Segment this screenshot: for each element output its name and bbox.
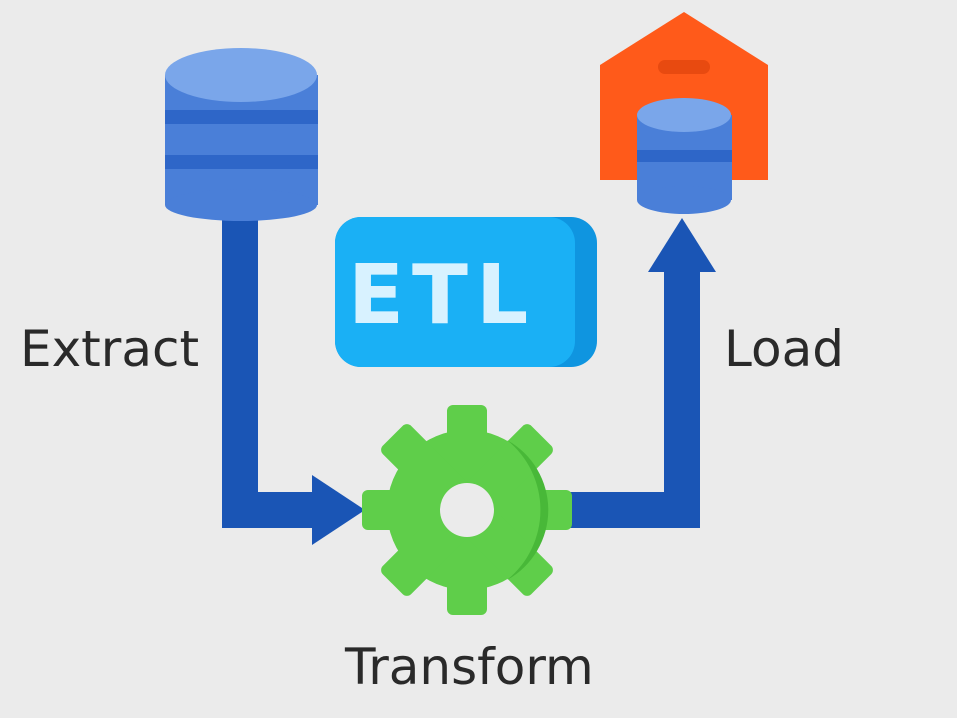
warehouse-icon	[600, 12, 768, 214]
extract-arrow	[222, 210, 365, 545]
transform-label: Transform	[345, 638, 594, 696]
etl-badge-label: ETL	[348, 248, 537, 343]
load-arrow	[560, 218, 716, 528]
transform-gear-icon	[362, 405, 572, 615]
etl-badge	[335, 217, 597, 367]
extract-label: Extract	[20, 320, 200, 378]
source-database-icon	[165, 48, 318, 221]
load-label: Load	[724, 320, 844, 378]
